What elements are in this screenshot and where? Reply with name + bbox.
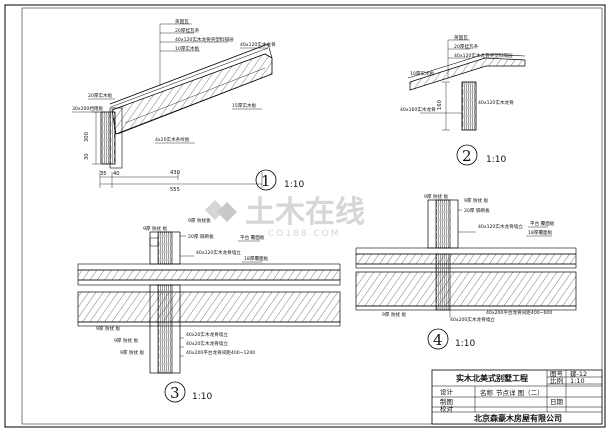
- detail-3-section: 9厚 防扰 板 9厚 防扰板 20厚 隔断板 平台 覆面板 40x120实木龙骨…: [77, 217, 341, 403]
- tb-label-name: 名称: [480, 388, 494, 397]
- d1-note-2: 40x120实木龙骨夹塑料隔层: [175, 36, 234, 43]
- detail-1-number: 1: [261, 172, 271, 190]
- title-block: 实木北美式别墅工程 设计 制图 校对 名称 节点详 图（二） 图号 建-12 比…: [431, 369, 603, 425]
- d1-note-7: 4x20实木条纹板: [155, 136, 190, 143]
- dim-555: 555: [170, 187, 180, 193]
- detail-2-bubble: [456, 144, 478, 166]
- fascia-board: [100, 111, 116, 165]
- d3-note-bottom-3: 40x200平台龙骨间距400~1200: [186, 349, 255, 356]
- d3-note-bottom-5: 9厚 防扰 板: [120, 349, 145, 356]
- d4-note-right-1: 40x120实木龙骨墙立: [478, 223, 523, 230]
- d2-note-2: 40x120实木龙骨夹塑料隔层: [454, 52, 513, 59]
- d1-note-0: 英国瓦: [175, 18, 189, 25]
- dim-160: 160: [437, 100, 443, 110]
- dim-35: 35: [100, 171, 107, 177]
- tb-sheet-no: 建-12: [570, 369, 587, 378]
- ridge-beam: [461, 81, 477, 131]
- d3-note-bottom-1: 40x20实木龙骨墙立: [186, 331, 228, 338]
- d2-note-0: 英国瓦: [454, 34, 468, 41]
- d3-note-right-1: 40x120实木龙骨墙立: [196, 249, 241, 256]
- d3-note-right-0: 平台 覆面板: [240, 234, 265, 241]
- d2-note-1: 20厚挂瓦条: [454, 43, 479, 50]
- d3-note-right-2: 18厚覆面板: [244, 255, 269, 262]
- detail-3-bubble: [164, 381, 186, 403]
- inner-frame: [21, 7, 603, 425]
- tb-label-draw: 制图: [440, 397, 453, 406]
- d4-note-bottom-1: 40x200实木龙骨墙立: [450, 316, 495, 323]
- detail-2-scale: 1:10: [486, 155, 506, 165]
- tb-label-scale: 比例: [550, 376, 563, 385]
- dim-40: 40: [113, 171, 120, 177]
- detail-4-scale: 1:10: [455, 339, 475, 349]
- dim-300: 300: [84, 132, 90, 142]
- d4-note-top-1: 9厚 防扰 板: [464, 197, 489, 204]
- tb-label-design: 设计: [440, 387, 454, 396]
- d1-note-3: 10厚实木板: [175, 45, 200, 52]
- tb-scale-val: 1:10: [570, 377, 585, 385]
- d3-note-top-1: 9厚 防扰板: [188, 217, 211, 224]
- detail-1-scale: 1:10: [284, 180, 304, 190]
- detail-4-section: 9厚 防扰 板 9厚 防扰 板 20厚 隔断板 平台 覆面板 40x120实木龙…: [355, 193, 577, 350]
- d4-note-right-0: 平台 覆面板: [530, 220, 555, 227]
- detail-2-ridge: 160 英国瓦 20厚挂瓦条 40x120实木龙骨夹塑料隔层 10厚实木板 40…: [400, 34, 526, 166]
- outer-frame: [4, 4, 606, 428]
- d3-note-bottom-0: 9厚 防扰 板: [96, 325, 121, 332]
- d3-note-top-0: 9厚 防扰 板: [143, 225, 168, 232]
- d1-note-6: 30x200挡雨板: [72, 105, 104, 112]
- d2-note-3: 10厚实木板: [410, 70, 435, 77]
- tb-drawing-name: 节点详 图（二）: [496, 388, 544, 397]
- detail-3-scale: 1:10: [192, 392, 212, 402]
- d4-note-top-2: 20厚 隔断板: [464, 207, 490, 214]
- tb-label-check: 校对: [440, 404, 454, 413]
- watermark-sub-text: CO188.COM: [268, 229, 341, 239]
- tb-label-date: 日期: [550, 398, 564, 406]
- detail-1-bubble: [255, 169, 277, 191]
- watermark-main-text: 土木在线: [245, 195, 365, 230]
- d1-note-1: 20厚挂瓦条: [175, 27, 200, 34]
- d2-note-5: 40x120实木龙骨: [478, 99, 514, 106]
- detail-4-number: 4: [433, 331, 443, 349]
- detail-1-eave: 300 30 35 40 430 555 英国瓦 20厚挂瓦条 40x120实木…: [72, 18, 304, 193]
- d3-note-top-2: 20厚 隔断板: [188, 233, 214, 240]
- d4-note-right-2: 18厚覆面板: [528, 229, 553, 236]
- d3-note-bottom-4: 9厚 防扰 板: [114, 337, 139, 344]
- detail-4-bubble: [427, 328, 449, 350]
- d1-note-5: 20厚实木板: [88, 92, 113, 99]
- d4-note-bottom-0: 9厚 防扰 板: [382, 311, 407, 318]
- dim-430: 430: [170, 170, 180, 176]
- d2-note-4: 40x160实木龙骨: [400, 106, 436, 113]
- d1-note-4: 40x120实木龙骨: [240, 41, 276, 48]
- tb-project: 实木北美式别墅工程: [456, 373, 528, 383]
- d3-note-bottom-2: 40x20实木龙骨墙立: [186, 340, 228, 347]
- d4-note-top-0: 9厚 防扰 板: [424, 193, 449, 200]
- d1-note-8: 15厚实木板: [232, 102, 257, 109]
- watermark: 土木在线 CO188.COM: [205, 195, 365, 239]
- d4-note-bottom-2: 40x200平台龙骨间距400~600: [486, 309, 552, 316]
- dim-30: 30: [84, 153, 90, 160]
- detail-2-number: 2: [462, 147, 472, 165]
- tb-company: 北京森豪木房屋有限公司: [474, 413, 562, 423]
- detail-3-number: 3: [170, 384, 180, 402]
- tb-label-sheet: 图号: [550, 370, 564, 378]
